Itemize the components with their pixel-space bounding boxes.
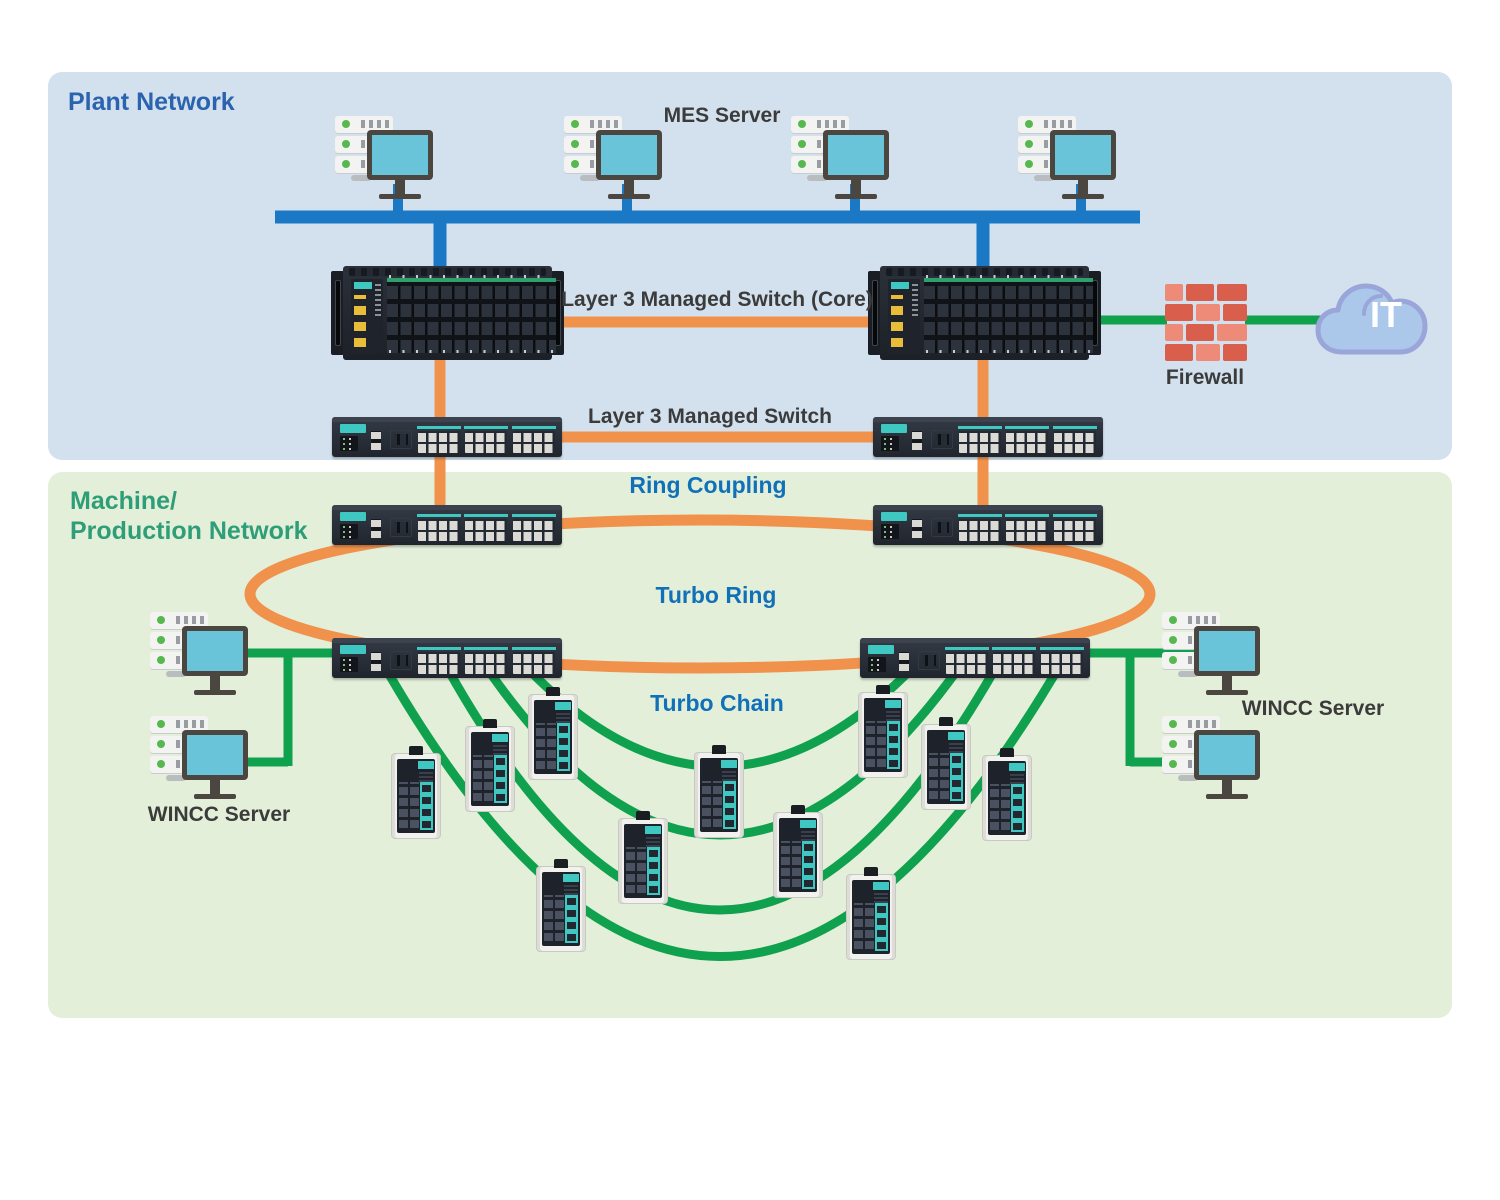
workstation-icon — [150, 612, 256, 700]
workstation-icon — [150, 716, 256, 804]
wincc-server-left-label: WINCC Server — [147, 803, 291, 826]
machine-network-title-line1: Machine/ — [70, 487, 177, 515]
turbo-ring-ellipse — [244, 514, 1156, 674]
rack-switch-icon — [332, 638, 562, 678]
din-rail-switch-icon — [694, 745, 744, 838]
workstation-icon — [335, 116, 441, 204]
monitor-icon — [367, 130, 433, 180]
monitor-icon — [823, 130, 889, 180]
l3-switch-label: Layer 3 Managed Switch — [588, 405, 832, 428]
din-rail-switch-icon — [618, 811, 668, 904]
workstation-icon — [1018, 116, 1124, 204]
workstation-icon — [1162, 612, 1268, 700]
core-switch-icon — [331, 266, 564, 360]
server-unit — [335, 116, 393, 133]
rack-switch-icon — [873, 505, 1103, 545]
machine-network-title: Machine/ Production Network — [70, 486, 308, 546]
rack-switch-icon — [860, 638, 1090, 678]
core-switch-label: Layer 3 Managed Switch (Core) — [561, 288, 873, 311]
din-rail-switch-icon — [846, 867, 896, 960]
din-rail-switch-icon — [528, 687, 578, 780]
din-rail-switch-icon — [536, 859, 586, 952]
core-switch-icon — [868, 266, 1101, 360]
turbo-chain-arc — [436, 652, 1007, 915]
din-rail-switch-icon — [858, 685, 908, 778]
ring-coupling-label: Ring Coupling — [629, 472, 787, 498]
workstation-icon — [791, 116, 897, 204]
monitor-icon — [1194, 626, 1260, 676]
monitor-icon — [182, 626, 248, 676]
din-rail-switch-icon — [773, 805, 823, 898]
machine-network-title-line2: Production Network — [70, 517, 308, 545]
firewall-label: Firewall — [1165, 366, 1245, 389]
plant-network-panel — [48, 72, 1452, 460]
it-cloud-label: IT — [1370, 294, 1402, 335]
rack-switch-icon — [873, 417, 1103, 457]
turbo-ring-label: Turbo Ring — [655, 582, 777, 608]
it-cloud-icon: IT — [1312, 270, 1432, 362]
din-rail-switch-icon — [982, 748, 1032, 841]
workstation-icon — [1162, 716, 1268, 804]
workstation-icon — [564, 116, 670, 204]
rack-switch-icon — [332, 505, 562, 545]
din-rail-switch-icon — [921, 717, 971, 810]
wincc-server-right-label: WINCC Server — [1241, 697, 1385, 720]
din-rail-switch-icon — [391, 746, 441, 839]
turbo-chain-label: Turbo Chain — [650, 690, 784, 716]
monitor-screen — [372, 135, 428, 175]
server-base — [351, 175, 371, 181]
monitor-icon — [1050, 130, 1116, 180]
monitor-icon — [182, 730, 248, 780]
monitor-icon — [596, 130, 662, 180]
firewall-icon — [1165, 284, 1247, 362]
monitor-icon — [1194, 730, 1260, 780]
rack-switch-icon — [332, 417, 562, 457]
plant-network-title: Plant Network — [68, 88, 235, 116]
mes-server-label: MES Server — [663, 104, 781, 127]
din-rail-switch-icon — [465, 719, 515, 812]
